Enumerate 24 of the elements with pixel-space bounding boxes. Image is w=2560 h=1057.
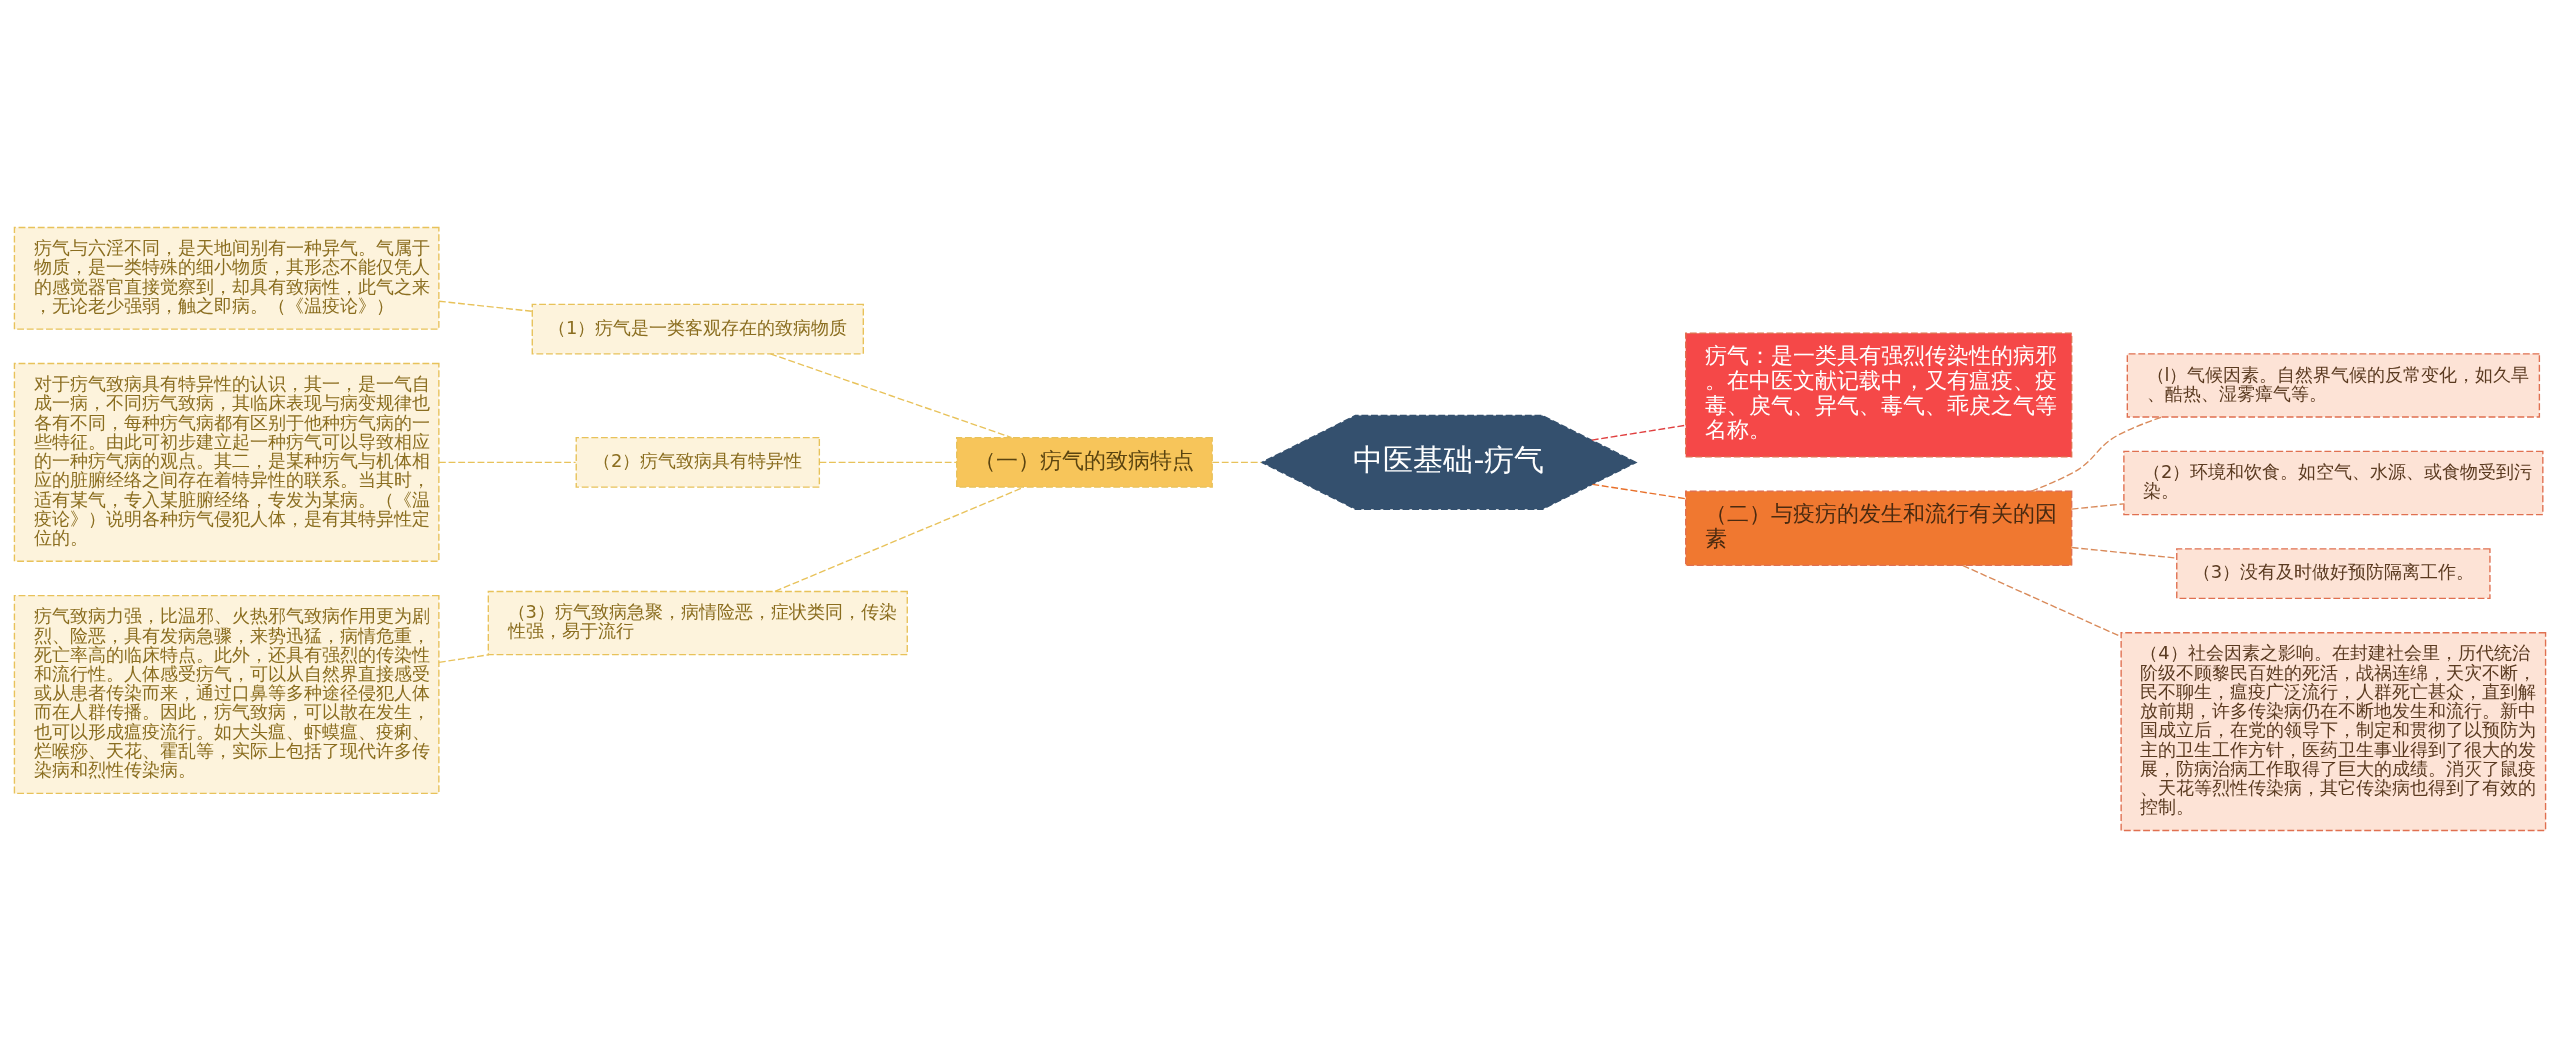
node-box: （2）环境和饮食。如空气、水源、或食物受到污染。 — [2123, 450, 2544, 515]
connector — [774, 486, 1025, 592]
connector — [1591, 424, 1687, 441]
node-box: 对于疠气致病具有特异性的认识，其一，是一气自成一病，不同疠气致病，其临床表现与病变规律也各有不同，每种疠气病都有区别于他种疠气病的一些特征。由此可初步建立起一种疠气可以导致相应的一种疠气病的观点。其二，是某种疠气与机体相应的脏腑经络之间存在着特异性的联系。当其时，适有某气，专入某脏腑经络，专发为某病。（《温疫论》）说明各种疠气侵犯人体，是有其特异性定位的。 — [13, 362, 440, 562]
node-box: （l）气候因素。自然界气候的反常变化，如久旱、酷热、湿雾瘴气等。 — [2126, 352, 2541, 418]
connector — [2071, 502, 2125, 510]
node-box: （1）疠气是一类客观存在的致病物质 — [531, 303, 864, 355]
node-box: 疠气致病力强，比温邪、火热邪气致病作用更为剧烈、险恶，具有发病急骤，来势迅猛，病情危重，死亡率高的临床特点。此外，还具有强烈的传染性和流行性。人体感受疠气，可以从自然界直接感受或从患者传染而来，通过口鼻等多种途径侵犯人体而在人群传播。因此，疠气致病，可以散在发生，也可以形成瘟疫流行。如大头瘟、虾蟆瘟、疫痢、烂喉痧、天花、霍乱等，实际上包括了现代许多传染病和烈性传染病。 — [13, 594, 440, 794]
node-box: 疠气：是一类具有强烈传染性的病邪。在中医文献记载中，又有瘟疫、疫毒、戾气、异气、毒气、乖戾之气等名称。 — [1685, 332, 2073, 458]
connector — [1211, 461, 1262, 463]
connector — [438, 461, 577, 463]
connector — [1591, 483, 1687, 499]
node-box: （一）疠气的致病特点 — [956, 436, 1213, 488]
node-box: （3）没有及时做好预防隔离工作。 — [2176, 547, 2491, 599]
connector — [2030, 415, 2163, 492]
connector — [818, 461, 958, 463]
node-box: （2）疠气致病具有特异性 — [575, 436, 821, 488]
connector — [769, 352, 1013, 438]
connector — [438, 653, 490, 663]
node-box: 疠气与六淫不同，是天地间别有一种异气。气属于物质，是一类特殊的细小物质，其形态不能仅凭人的感觉器官直接觉察到，却具有致病性，此气之来，无论老少强弱，触之即病。（《温疫论》） — [13, 226, 440, 330]
node-box: （3）疠气致病急聚，病情险恶，症状类同，传染性强，易于流行 — [487, 590, 908, 655]
connector — [438, 300, 533, 312]
node-box: （二）与疫疠的发生和流行有关的因素 — [1685, 490, 2073, 566]
node-box: （4）社会因素之影响。在封建社会里，历代统治阶级不顾黎民百姓的死活，战祸连绵，天灾不断，民不聊生，瘟疫广泛流行，人群死亡甚众，直到解放前期，许多传染病仍在不断地发生和流行。新中国成立后，在党的领导下，制定和贯彻了以预防为主的卫生工作方针，医药卫生事业得到了很大的发展，防病治病工作取得了巨大的成绩。消灭了鼠疫、天花等烈性传染病，其它传染病也得到了有效的控制。 — [2120, 631, 2547, 831]
